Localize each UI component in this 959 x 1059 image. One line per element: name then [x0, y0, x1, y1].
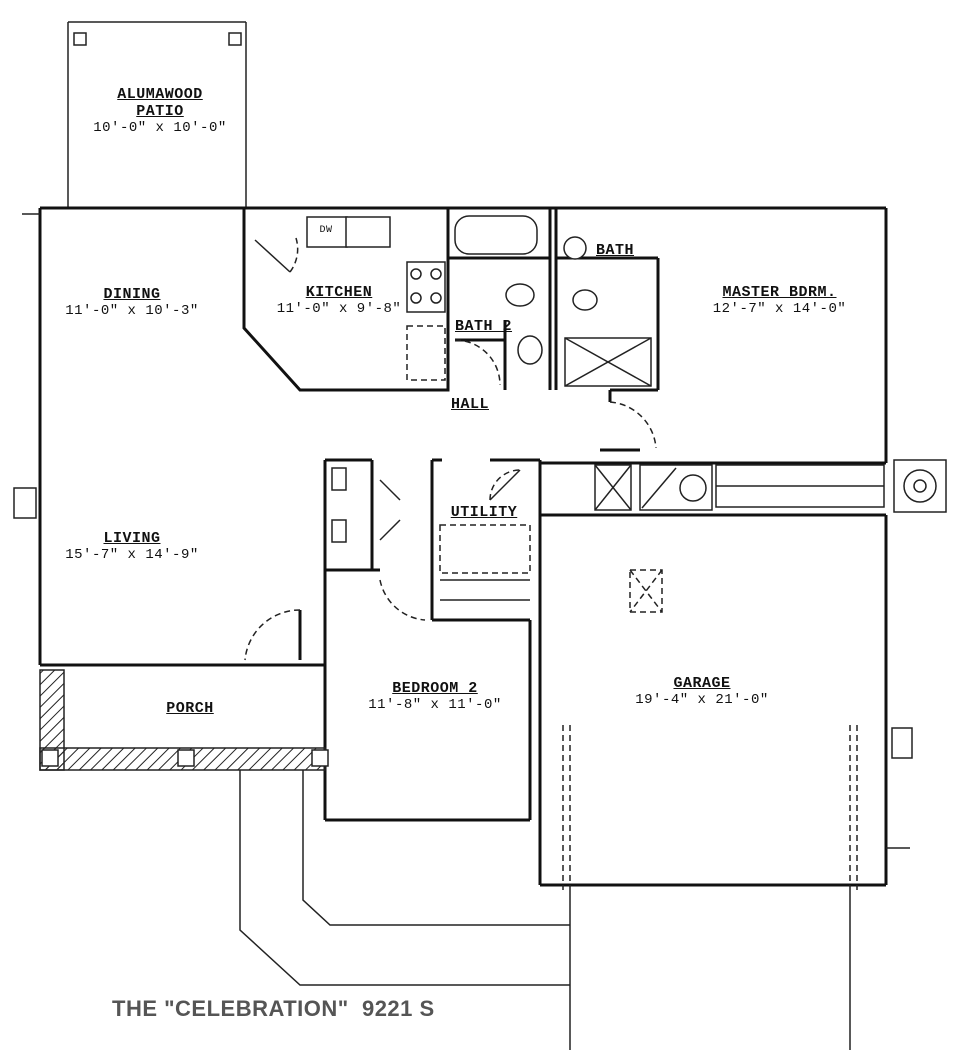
- utility-walls: [430, 458, 542, 885]
- living-dims: 15'-7" x 14'-9": [65, 547, 199, 563]
- master-bedroom-dims: 12'-7" x 14'-0": [712, 301, 847, 317]
- patio: [67, 21, 247, 208]
- kitchen-label: KITCHEN 11'-0" x 9'-8": [270, 284, 408, 318]
- walkway: [239, 770, 570, 986]
- bath-label: BATH: [596, 242, 656, 259]
- utility-name: UTILITY: [450, 504, 518, 521]
- patio-dims: 10'-0" x 10'-0": [93, 120, 227, 136]
- master-bedroom-name: MASTER BDRM.: [722, 284, 837, 301]
- garage-name: GARAGE: [673, 675, 731, 692]
- kitchen-dims: 11'-0" x 9'-8": [276, 301, 402, 317]
- bath-walls: [448, 208, 660, 390]
- bath2-name: BATH 2: [455, 318, 513, 335]
- ac-unit: [893, 459, 947, 513]
- dining-name: DINING: [103, 286, 161, 303]
- plan-caption: THE "CELEBRATION" 9221 S: [112, 996, 435, 1021]
- dishwasher-text: DW: [319, 225, 333, 236]
- dining-dims: 11'-0" x 10'-3": [65, 303, 199, 319]
- garage-dims: 19'-4" x 21'-0": [635, 692, 769, 708]
- bedroom2-label: BEDROOM 2 11'-8" x 11'-0": [360, 680, 510, 714]
- garage-label: GARAGE 19'-4" x 21'-0": [622, 675, 782, 709]
- porch: [39, 669, 329, 771]
- hall-name: HALL: [450, 396, 489, 413]
- bedroom2-walls: [325, 579, 532, 822]
- dining-label: DINING 11'-0" x 10'-3": [58, 286, 206, 320]
- patio-label: ALUMAWOOD PATIO 10'-0" x 10'-0": [78, 86, 242, 137]
- patio-name-line1: ALUMAWOOD: [117, 86, 203, 103]
- porch-label: PORCH: [140, 700, 240, 717]
- bath-name: BATH: [596, 242, 635, 259]
- garage-walls: [540, 513, 913, 1050]
- kitchen-name: KITCHEN: [305, 284, 373, 301]
- exterior-walls: [22, 206, 888, 665]
- bathtub: [454, 215, 538, 255]
- dishwasher-label: DW: [316, 226, 336, 236]
- utility-label: UTILITY: [444, 504, 524, 521]
- master-walls: [540, 388, 947, 513]
- master-bedroom-label: MASTER BDRM. 12'-7" x 14'-0": [692, 284, 867, 318]
- bedroom2-name: BEDROOM 2: [392, 680, 478, 697]
- living-label: LIVING 15'-7" x 14'-9": [58, 530, 206, 564]
- living-name: LIVING: [103, 530, 161, 547]
- porch-name: PORCH: [166, 700, 214, 717]
- hall-label: HALL: [440, 396, 500, 413]
- bedroom2-dims: 11'-8" x 11'-0": [368, 697, 502, 713]
- kitchen-walls: [242, 208, 450, 392]
- patio-name-line2: PATIO: [136, 103, 184, 120]
- bath2-label: BATH 2: [455, 318, 535, 335]
